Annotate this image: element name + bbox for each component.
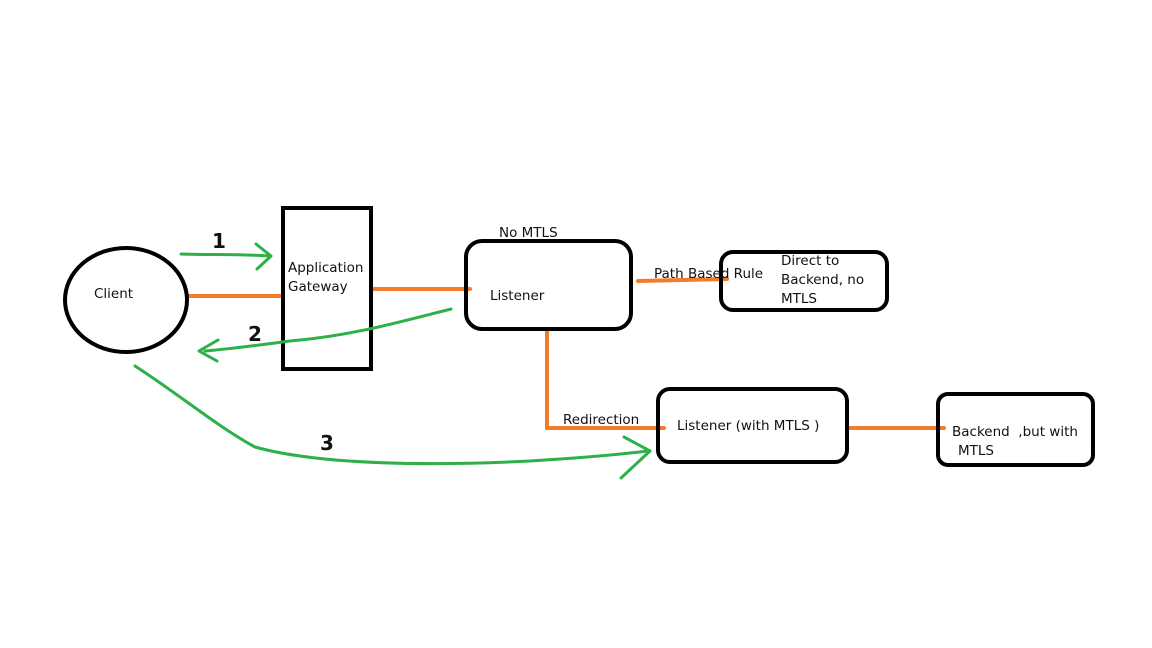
gateway-label-line1: Application bbox=[288, 260, 364, 276]
redirection-label: Redirection bbox=[563, 412, 640, 428]
listener-mtls-label: Listener (with MTLS ) bbox=[677, 418, 820, 434]
no-mtls-label: No MTLS bbox=[499, 225, 558, 241]
backend-mtls-node bbox=[936, 392, 1095, 467]
backend-mtls-label-line1: Backend ,but with bbox=[952, 424, 1078, 440]
listener-label: Listener bbox=[490, 288, 545, 304]
backend-mtls-label-line2: MTLS bbox=[958, 443, 994, 459]
step-1-label: 1 bbox=[212, 229, 226, 253]
application-gateway-node bbox=[281, 206, 373, 371]
flow-arrow-2 bbox=[197, 307, 453, 363]
direct-backend-label-line1: Direct to bbox=[781, 253, 840, 269]
connector-listener-redirection bbox=[545, 330, 666, 430]
direct-backend-label-line2: Backend, no bbox=[781, 272, 865, 288]
step-3-label: 3 bbox=[320, 431, 334, 455]
direct-backend-label-line3: MTLS bbox=[781, 291, 817, 307]
step-2-label: 2 bbox=[248, 322, 262, 346]
flow-arrow-1 bbox=[179, 242, 273, 271]
listener-node bbox=[464, 239, 633, 331]
flow-arrow-3 bbox=[133, 364, 652, 480]
client-node bbox=[63, 246, 189, 354]
client-label: Client bbox=[94, 286, 134, 302]
listener-mtls-node bbox=[656, 387, 849, 464]
connector-listener-direct-backend bbox=[636, 277, 729, 283]
path-based-rule-label: Path Based Rule bbox=[654, 266, 764, 282]
gateway-label-line2: Gateway bbox=[288, 279, 348, 295]
direct-backend-node bbox=[719, 250, 889, 312]
